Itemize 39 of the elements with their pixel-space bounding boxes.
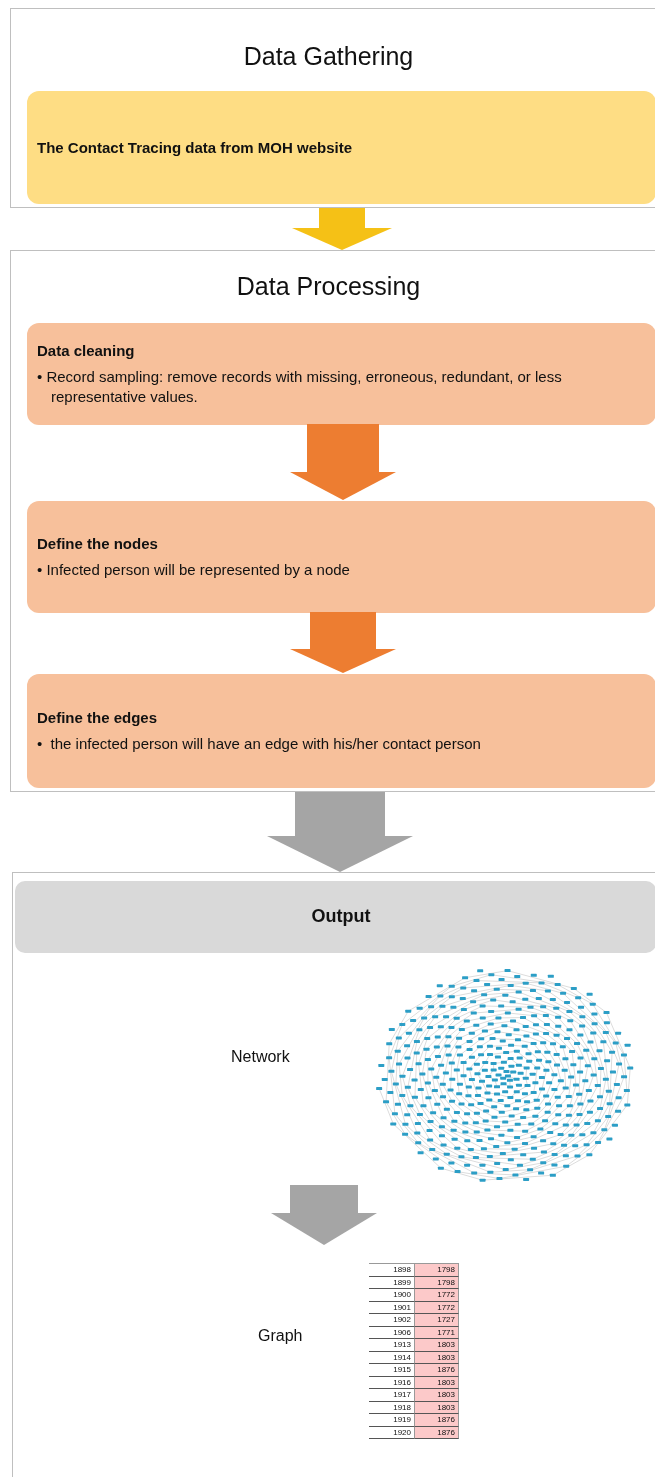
panel-title: Data Processing [235, 271, 422, 301]
table-cell: 1876 [415, 1414, 459, 1427]
panel-title: Data Gathering [242, 41, 415, 71]
table-cell: 1902 [369, 1314, 415, 1327]
stage-panel [10, 8, 655, 208]
table-cell: 1772 [415, 1289, 459, 1302]
table-cell: 1727 [415, 1314, 459, 1327]
table-cell: 1900 [369, 1289, 415, 1302]
block-arrow [267, 792, 413, 872]
process-box [27, 91, 655, 204]
table-cell: 1798 [415, 1264, 459, 1277]
block-arrow [290, 612, 396, 673]
table-cell: 1803 [415, 1389, 459, 1402]
box-heading: The Contact Tracing data from MOH website [37, 137, 354, 158]
bullet-text: • Infected person will be represented by a node [37, 560, 351, 580]
table-cell: 1915 [369, 1364, 415, 1377]
block-arrow [292, 208, 392, 250]
table-cell: 1876 [415, 1364, 459, 1377]
table-cell: 1803 [415, 1339, 459, 1352]
table-cell: 1913 [369, 1339, 415, 1352]
bullet-text: • the infected person will have an edge with his/her contact person [37, 734, 482, 754]
box-heading: Define the edges [37, 708, 159, 728]
table-cell: 1898 [369, 1264, 415, 1277]
table-cell: 1919 [369, 1414, 415, 1427]
table-cell: 1917 [369, 1389, 415, 1402]
stage-panel [10, 250, 655, 792]
output-caption: Graph [258, 1326, 303, 1346]
section-title: Output [310, 905, 372, 927]
process-box [27, 674, 655, 788]
block-arrow [290, 424, 396, 500]
process-box [27, 501, 655, 613]
stage-panel [12, 872, 655, 1477]
header-band [15, 881, 655, 953]
bullet-text: • Record sampling: remove records with missing, erroneous, redundant, or less representative values. [37, 367, 563, 407]
box-heading: Data cleaning [37, 341, 136, 361]
process-box [27, 323, 655, 425]
block-arrow [271, 1185, 377, 1245]
box-heading: Define the nodes [37, 534, 159, 554]
output-caption: Network [231, 1047, 290, 1067]
